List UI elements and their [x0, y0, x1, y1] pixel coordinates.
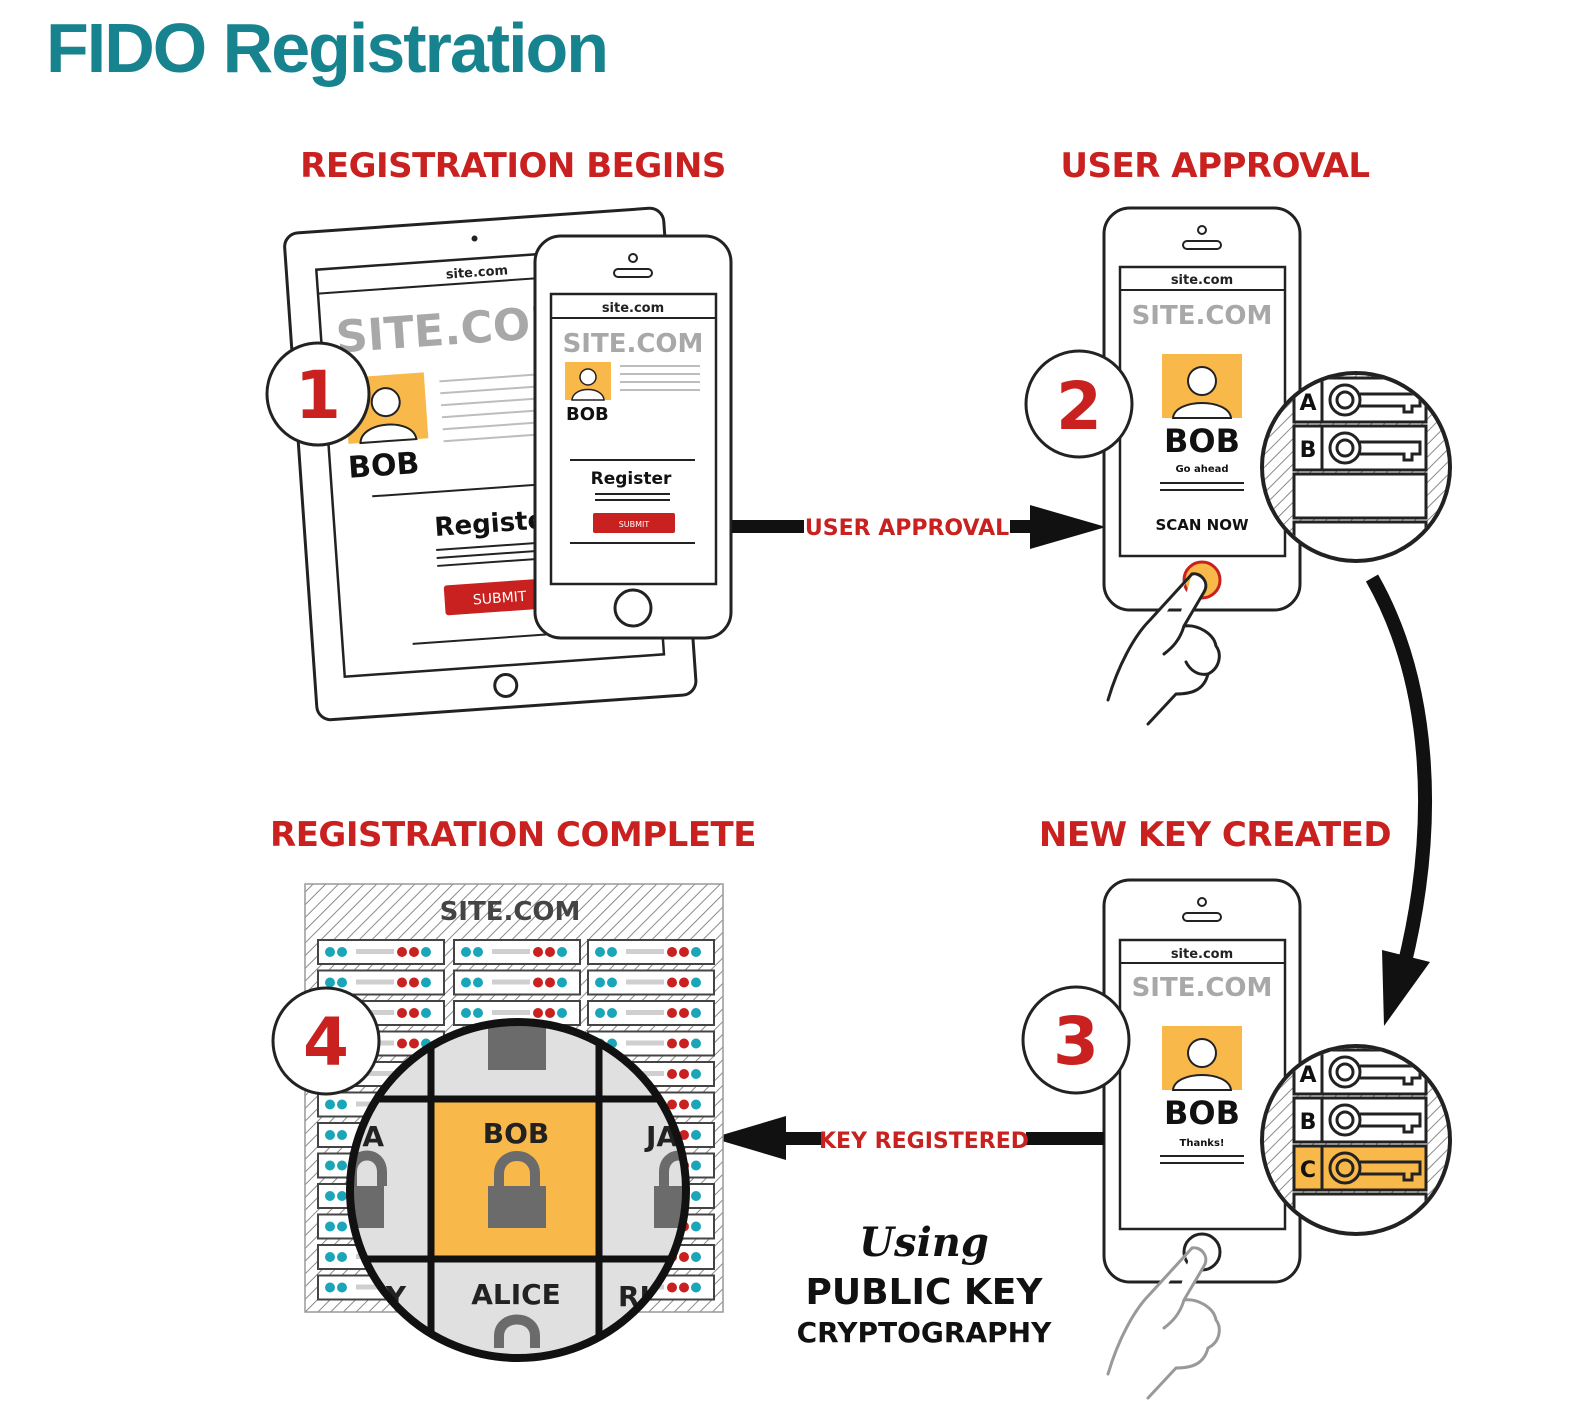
server-site-title: SITE.COM: [440, 897, 581, 927]
keyring-step-2: A B: [1260, 371, 1452, 563]
key3-slot-a: A: [1299, 1063, 1316, 1088]
phone1-url: site.com: [602, 301, 664, 316]
step-1-heading: REGISTRATION BEGINS: [300, 146, 726, 186]
rack-unit: [587, 939, 715, 965]
key2-slot-b: B: [1300, 438, 1317, 463]
rack-unit: [587, 969, 715, 996]
arrow-user-approval-label: USER APPROVAL: [805, 516, 1009, 541]
tablet-submit-button[interactable]: [443, 578, 556, 616]
rack-unit: [317, 939, 445, 965]
tablet-submit-label: SUBMIT: [472, 589, 527, 609]
rack-unit: [453, 969, 581, 996]
key2-slot-a: A: [1299, 391, 1316, 416]
phone2-url: site.com: [1171, 273, 1233, 288]
arrow-key-registered: KEY REGISTERED: [712, 1116, 1104, 1160]
phone2-site-title: SITE.COM: [1132, 301, 1273, 331]
key3-slot-c: C: [1300, 1158, 1316, 1183]
step-3-heading: NEW KEY CREATED: [1038, 815, 1392, 855]
step-2-heading: USER APPROVAL: [1060, 146, 1370, 186]
lock-alice-icon: [494, 1314, 540, 1348]
key-b-icon: [1328, 431, 1422, 465]
phone3-url: site.com: [1171, 947, 1233, 962]
arrow-key-registered-label: KEY REGISTERED: [819, 1129, 1029, 1154]
step-4-heading: REGISTRATION COMPLETE: [270, 815, 756, 855]
caption-line-2: CRYPTOGRAPHY: [797, 1316, 1052, 1349]
phone1-register-heading: Register: [591, 469, 672, 489]
phone1-submit-button[interactable]: [593, 513, 675, 533]
phone3-note: Thanks!: [1180, 1138, 1225, 1149]
step-1-badge: 1: [265, 341, 371, 447]
step-4-number: 4: [303, 1004, 349, 1081]
lock-bob-icon: [488, 1151, 546, 1228]
tablet-user-name: BOB: [347, 446, 421, 486]
phone1-user-name: BOB: [566, 404, 609, 425]
step-1-number: 1: [295, 357, 341, 434]
server-user-bob: BOB: [483, 1117, 550, 1150]
rack-unit: [587, 1030, 715, 1057]
arrow-step2-to-step3: [1365, 574, 1433, 1026]
hand-step-3-icon: [1106, 1246, 1221, 1400]
phone2-user-name: BOB: [1164, 422, 1240, 460]
key-c-icon: [1328, 1151, 1422, 1185]
step-4-badge: 4: [271, 986, 381, 1096]
caption-script: Using: [859, 1219, 989, 1266]
page-title: FIDO Registration: [46, 9, 609, 87]
phone-step-3: site.com SITE.COM BOB Thanks!: [1102, 878, 1302, 1284]
phone3-site-title: SITE.COM: [1132, 973, 1273, 1003]
step-2-badge: 2: [1024, 349, 1134, 459]
phone1-submit-label: SUBMIT: [619, 520, 650, 529]
keyring-step-3: A B C: [1260, 1044, 1452, 1236]
phone2-scan-action: SCAN NOW: [1155, 516, 1249, 534]
tablet-url: site.com: [445, 263, 508, 282]
step-3-number: 3: [1053, 1003, 1099, 1080]
caption: Using PUBLIC KEY CRYPTOGRAPHY: [797, 1219, 1052, 1349]
step-3-badge: 3: [1021, 985, 1131, 1095]
caption-line-1: PUBLIC KEY: [806, 1272, 1044, 1313]
server-user-alice: ALICE: [471, 1278, 561, 1311]
rack-unit: [587, 1000, 715, 1026]
rack-unit: [453, 939, 581, 965]
phone3-user-name: BOB: [1164, 1094, 1240, 1132]
phone-step-1: site.com SITE.COM BOB Register SUBMIT: [533, 234, 733, 640]
phone1-site-title: SITE.COM: [563, 329, 704, 359]
arrow-user-approval: USER APPROVAL: [732, 505, 1106, 549]
hand-step-2-icon: [1106, 572, 1221, 726]
step-2-number: 2: [1056, 368, 1102, 445]
key-b-icon: [1328, 1103, 1422, 1137]
key3-slot-b: B: [1300, 1110, 1317, 1135]
phone-step-2: site.com SITE.COM BOB Go ahead SCAN NOW: [1102, 206, 1302, 612]
phone2-note: Go ahead: [1175, 464, 1228, 475]
partial-label-a: A: [362, 1120, 384, 1153]
